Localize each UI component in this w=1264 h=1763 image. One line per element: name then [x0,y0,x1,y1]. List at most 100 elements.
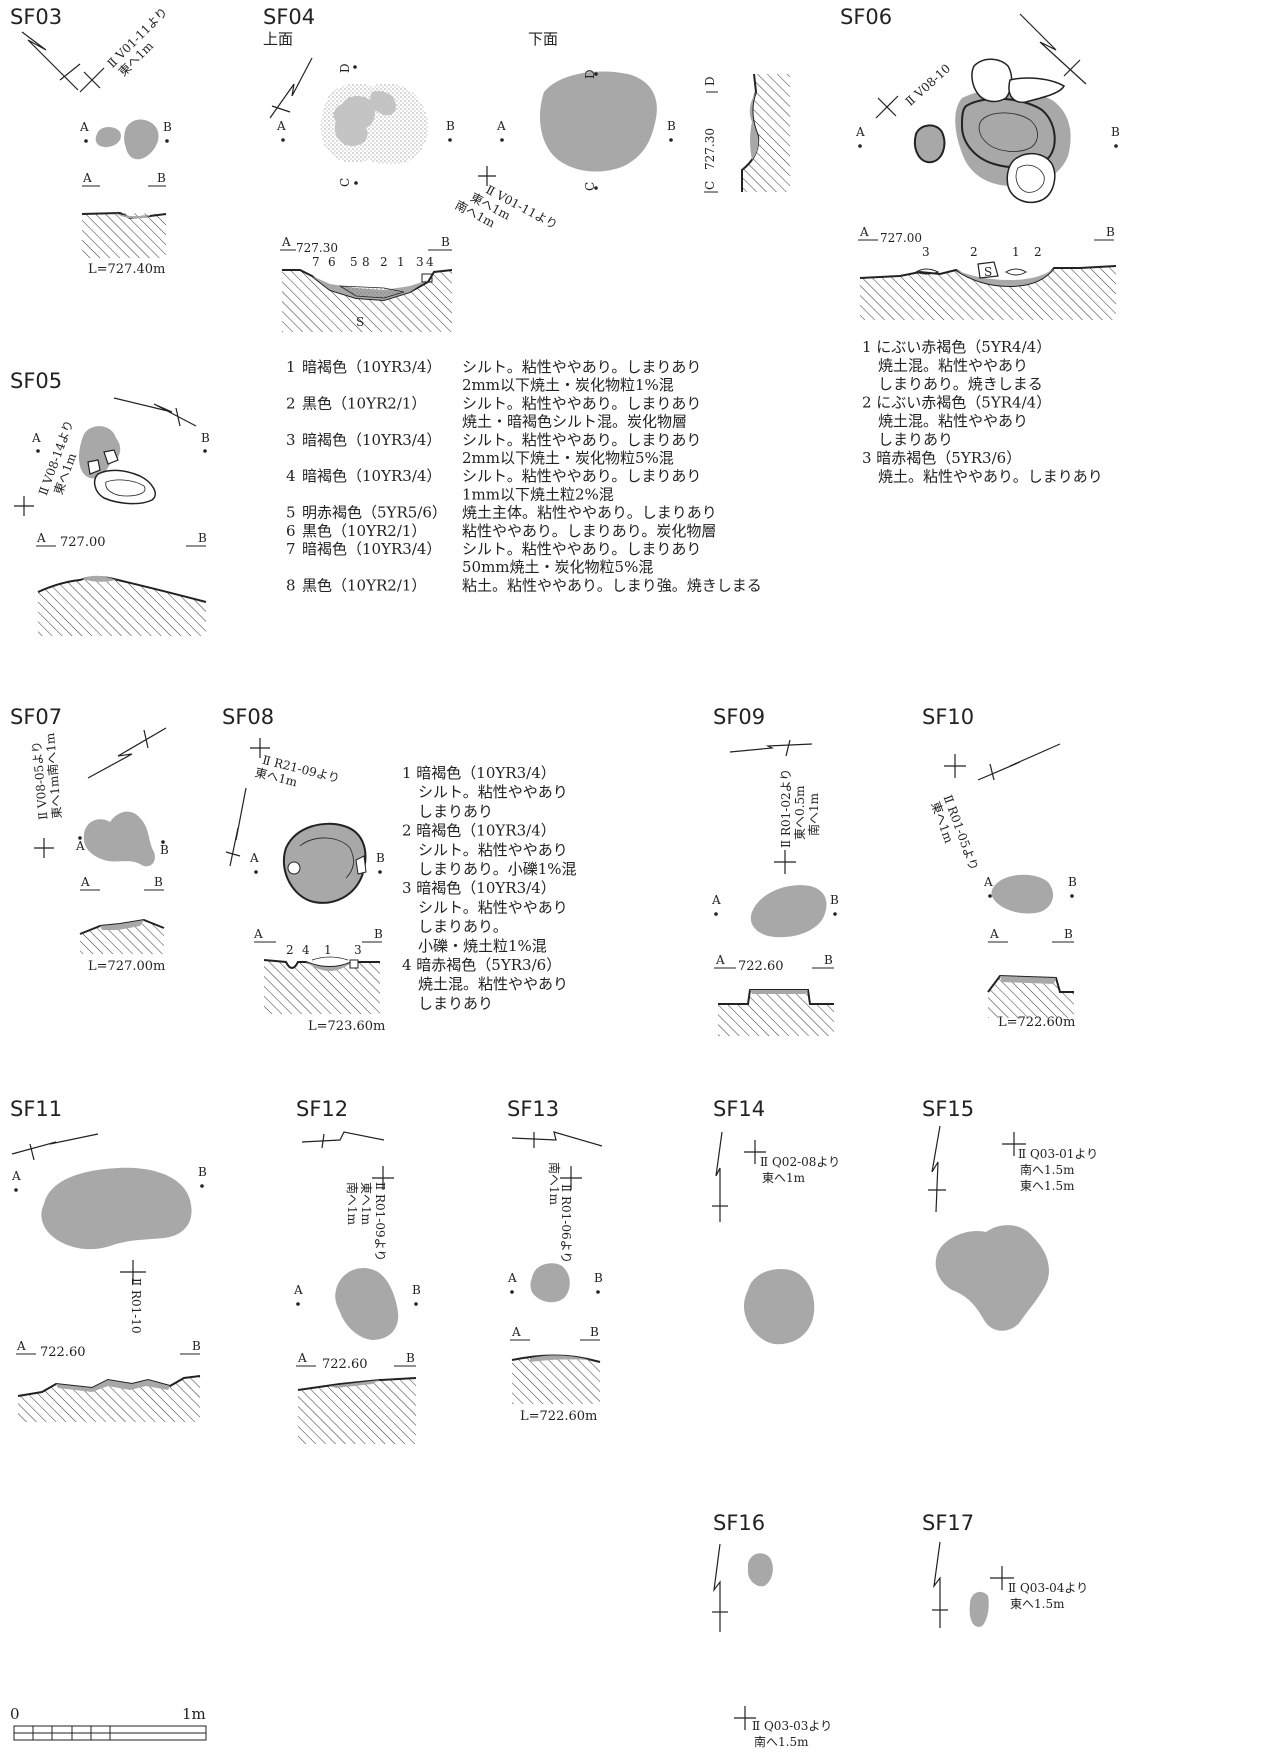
sf12-grid-label: Ⅱ R01-09より 東へ1m 南へ1m [345,1182,387,1261]
sf13-sec-b: B [590,1325,599,1339]
sf09-sec-b: B [824,953,833,967]
sf07-grid-label: Ⅱ V08-05より 東へ1m南へ1m [30,732,65,821]
sf06-a-label: A [855,125,865,139]
sf07-title: SF07 [10,705,62,729]
sf04-legend-name: 黒色（10YR2/1） [302,576,426,594]
sf06-stone-label: S [984,265,992,279]
sf04-legend-desc: 粘性ややあり。しまりあり。炭化物層 [462,522,716,540]
svg-text:2: 2 [286,943,294,957]
svg-text:Ⅱ R01-09より: Ⅱ R01-09より [373,1182,387,1261]
sf08-legend-line: 小礫・焼土粒1%混 [418,937,547,955]
sf04-upper-b: B [446,119,455,133]
svg-text:2: 2 [1034,245,1042,259]
sf06-b-label: B [1111,125,1120,139]
sf04-legend-desc: 2mm以下焼土・炭化物粒1%混 [462,376,674,394]
sf07-level: L=727.00m [88,959,165,974]
sf10-grid-label: Ⅱ R01-05より 東へ1m [928,793,981,872]
sf09-grid-label: Ⅱ R01-02より 東へ0.5m 南へ1m [779,769,821,848]
sf11-pit [41,1167,192,1250]
sf08-legend-line: 3 暗褐色（10YR3/4） [402,879,556,897]
sf07-panel: SF07 Ⅱ V08-05より 東へ1m南へ1m A B A B L=727.0… [10,705,169,974]
sf09-pit [750,885,827,938]
sf03-b-dot [165,139,169,143]
sf04-sec-a: A [281,235,291,249]
sf06-legend-line: 2 にぶい赤褐色（5YR4/4） [862,394,1051,412]
sf12-elev: 722.60 [322,1357,368,1372]
sf09-section-hatch [718,990,834,1036]
sf15-title: SF15 [922,1097,974,1121]
sf09-title: SF09 [713,705,765,729]
sf15-panel: SF15 Ⅱ Q03-01より 南へ1.5m 東へ1.5m [922,1097,1098,1331]
sf06-legend-line: しまりあり。焼きしまる [878,375,1043,393]
sf15-grid2: 南へ1.5m [1020,1162,1075,1177]
sf15-grid: Ⅱ Q03-01より [1018,1147,1098,1161]
sf04-legend-name: 暗褐色（10YR3/4） [302,431,441,449]
sf04-legend-name: 暗褐色（10YR3/4） [302,540,441,558]
sf12-section-hatch [298,1378,416,1444]
sf06-legend-line: しまりあり [878,431,953,449]
svg-text:8: 8 [362,255,370,269]
sf06-legend-line: 焼土混。粘性ややあり [878,357,1028,375]
sf13-title: SF13 [507,1097,559,1121]
svg-text:南へ1m: 南へ1m [547,1162,562,1206]
sf15-grid-cross [1002,1132,1026,1156]
svg-text:4: 4 [426,255,434,269]
scale-bar: 0 1m [10,1705,207,1741]
svg-text:3: 3 [354,943,362,957]
sf06-stone-3 [1006,152,1056,204]
sf17-north-arrow [932,1541,948,1628]
sf04-legend-number: 8 [286,576,296,594]
sf05-stone-1 [93,469,156,505]
sf04-north-arrow [269,57,313,119]
sf16-title: SF16 [713,1511,765,1535]
sf17-pit [969,1591,989,1627]
sf16-grid-cross [734,1706,756,1730]
sf04-cd-section: D 727.30 C [703,73,790,193]
sf04-sec-elev-ab: 727.30 [296,241,338,255]
sf08-level: L=723.60m [308,1019,385,1034]
sf06-sec-a: A [859,225,869,239]
sf08-panel: SF08 Ⅱ R21-09より 東へ1m A B A B 2 4 1 3 L=7… [222,705,577,1034]
sf04-lower-pit [540,71,657,172]
sf14-pit [744,1268,815,1345]
sf05-section-hatch [38,577,206,636]
sf04-legend-desc: 焼土主体。粘性ややあり。しまりあり [462,504,717,522]
sf04-lower-c: C [583,182,597,191]
svg-text:7: 7 [312,255,320,269]
sf07-sec-a: A [80,875,90,889]
sf08-legend-line: しまりあり [418,802,493,820]
sf06-legend-line: 焼土混。粘性ややあり [878,412,1028,430]
sf06-stone-1 [971,58,1013,103]
sf09-a-label: A [711,893,721,907]
sf03-grid-cross [79,67,105,93]
sf09-panel: SF09 Ⅱ R01-02より 東へ0.5m 南へ1m A B A 722.60… [711,705,839,1036]
sf09-b-label: B [830,893,839,907]
sf12-title: SF12 [296,1097,348,1121]
sf03-level: L=727.40m [88,262,165,277]
sf05-sec-b: B [198,531,207,545]
sf03-north-arrow [21,31,81,91]
sf14-north-arrow [712,1131,728,1222]
sf12-north-arrow [301,1131,385,1149]
sf12-pit [335,1268,399,1340]
sf04-upper-c: C [338,178,352,187]
sf07-section-hatch [80,920,164,954]
sf14-grid2: 東へ1m [762,1171,806,1185]
sf04-stone-label: S [356,315,364,329]
sf06-legend-line: 焼土。粘性ややあり。しまりあり [878,468,1103,486]
sf14-grid: Ⅱ Q02-08より [760,1155,840,1169]
sf04-panel: SF04 上面 下面 A B D C A B D C Ⅱ V01-11より 東へ… [263,5,790,594]
svg-text:1: 1 [397,255,405,269]
sf11-panel: SF11 A B Ⅱ R01-10 A 722.60 B [10,1097,207,1422]
sf05-b-label: B [201,431,210,445]
sf17-title: SF17 [922,1511,974,1535]
sf04-grid-cross [478,166,496,186]
sf07-sec-b: B [154,875,163,889]
sf13-grid-cross [560,1166,582,1190]
svg-text:Ⅱ R01-06より: Ⅱ R01-06より [559,1184,573,1263]
sf08-legend-line: しまりあり。 [418,918,508,936]
sf08-legend-line: 1 暗褐色（10YR3/4） [402,764,556,782]
sf06-legend-line: 1 にぶい赤褐色（5YR4/4） [862,338,1051,356]
